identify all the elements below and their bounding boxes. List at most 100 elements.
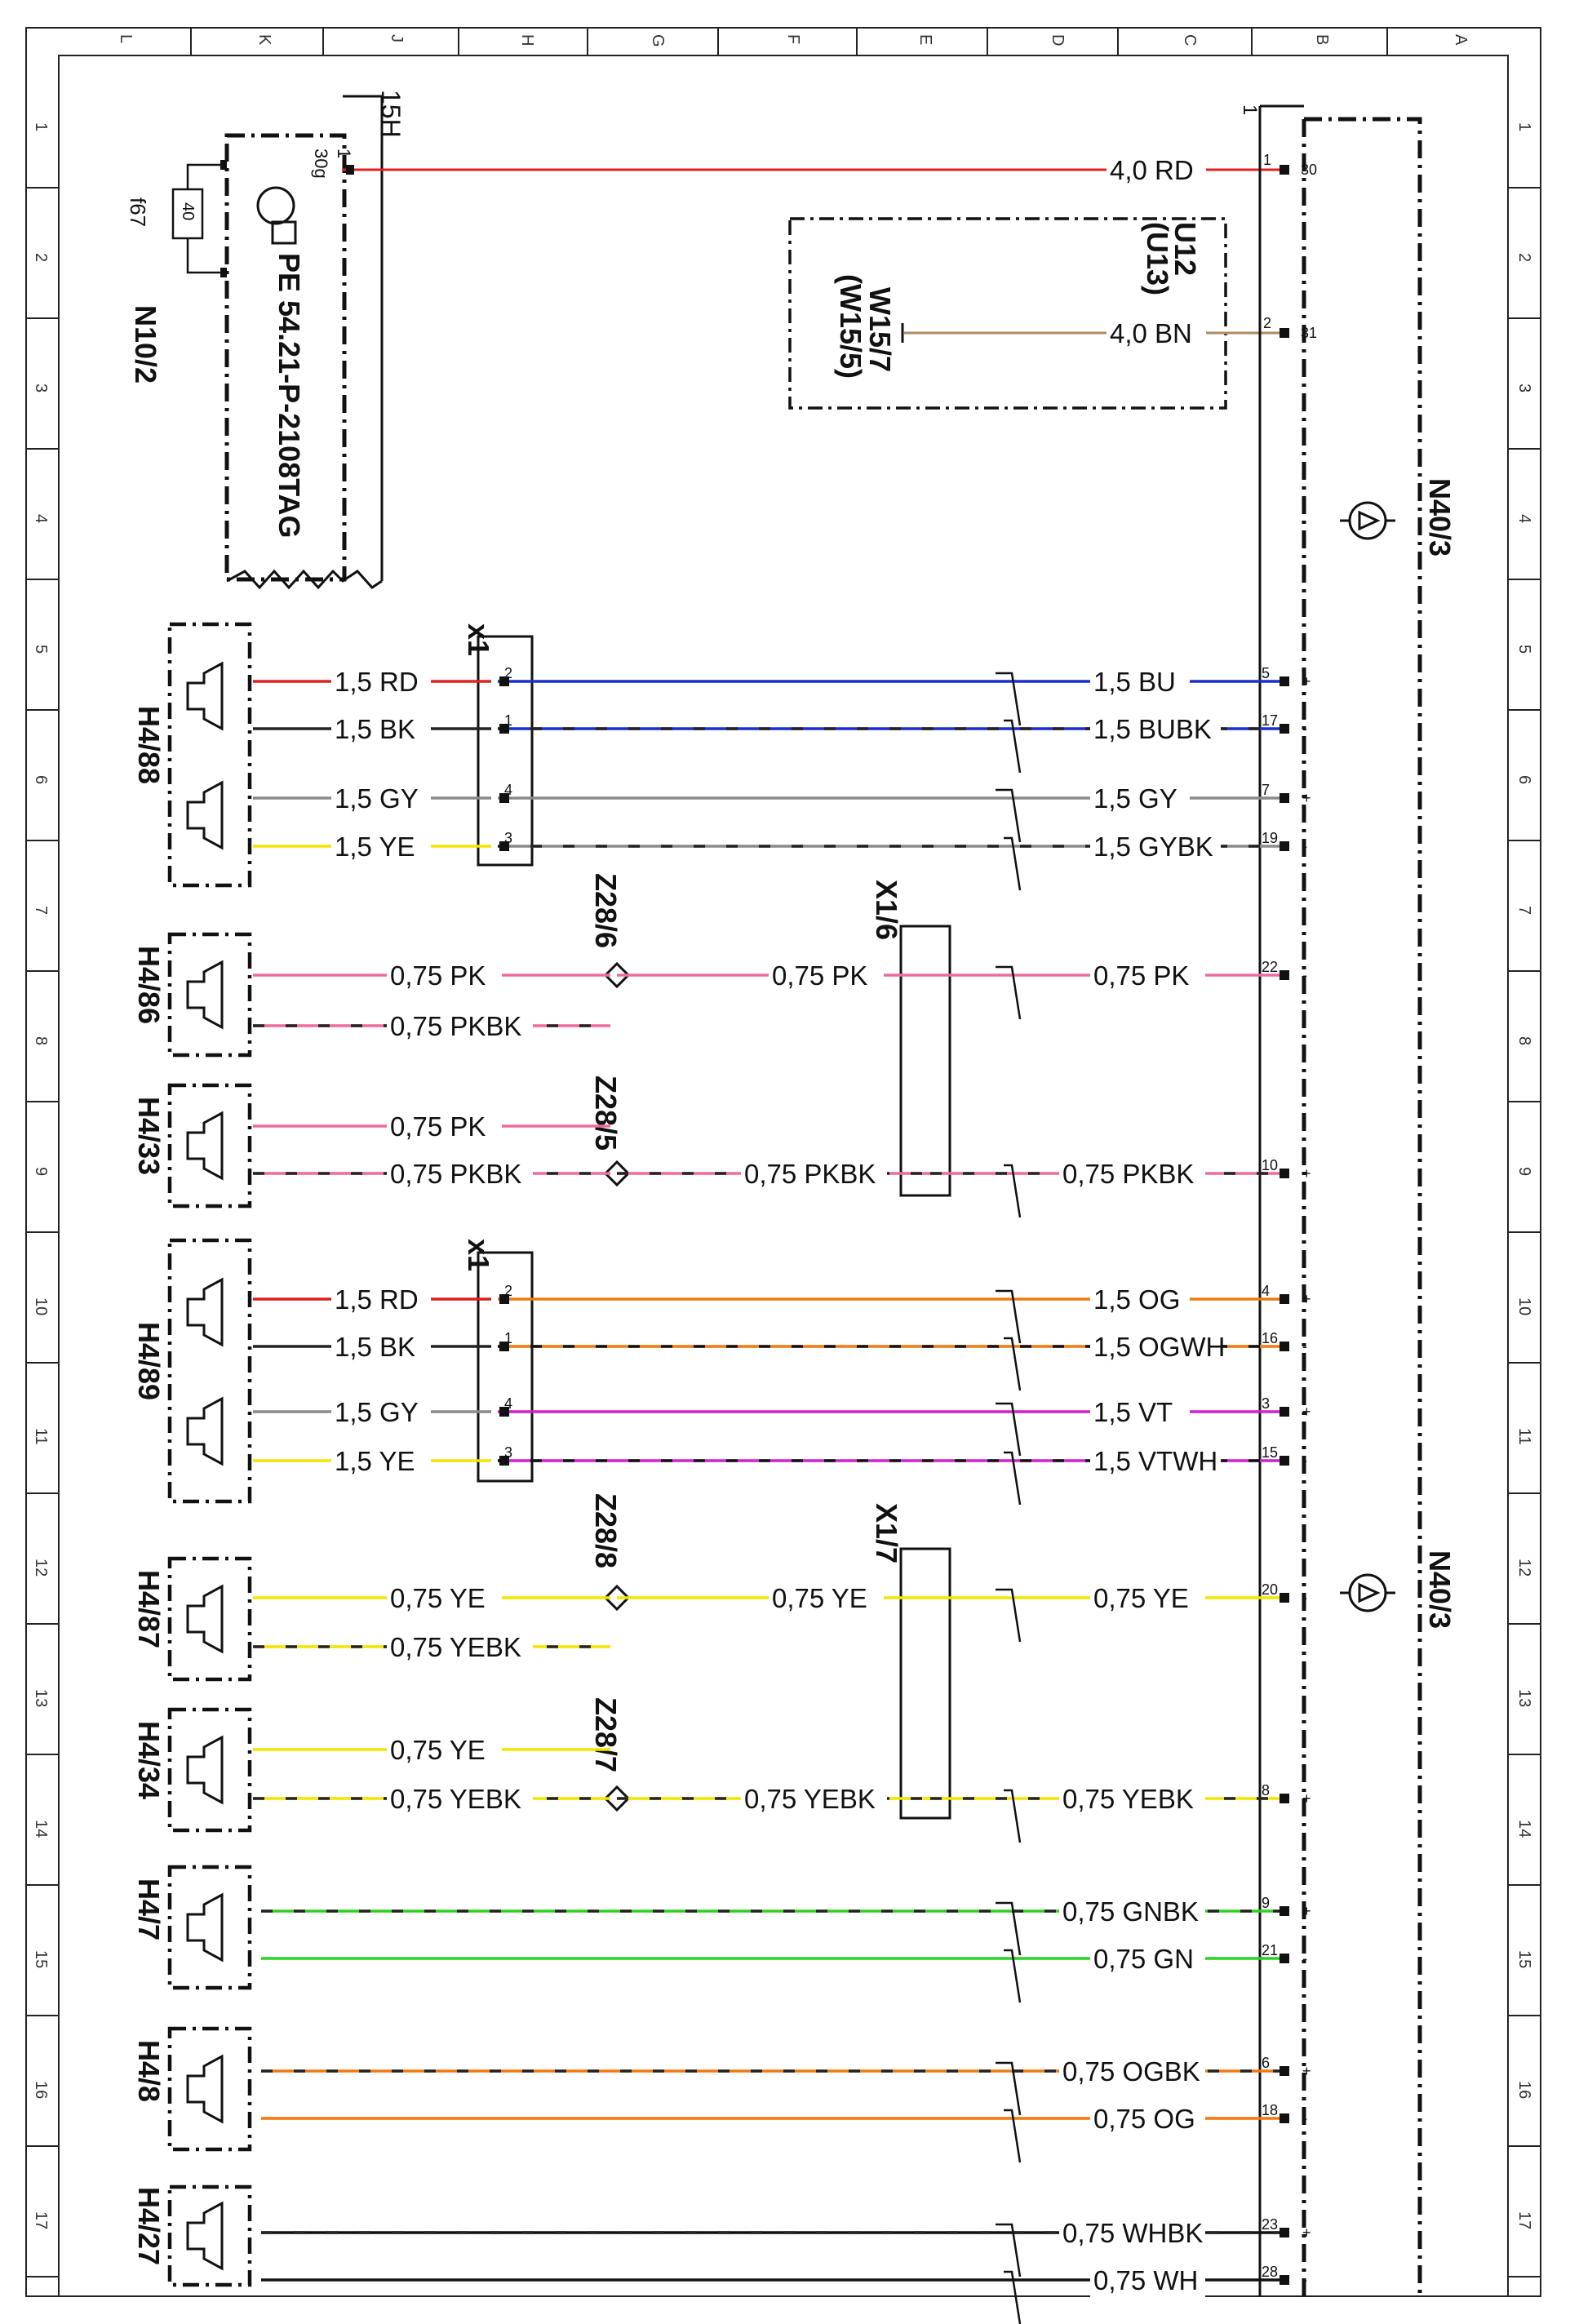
speaker-cone-1	[186, 661, 224, 731]
wire-20-right-label: 0,75 OG	[1093, 2104, 1195, 2134]
grid-row-left-5: 5	[32, 645, 50, 654]
wire-4-right-label-bg	[1090, 828, 1221, 864]
splice-label-3: Z28/8	[589, 1493, 623, 1568]
wire-12-right-label-bg	[1090, 1443, 1221, 1479]
wire-4-right-label: 1,5 GYBK	[1093, 832, 1213, 862]
wire-5-mid-label: 0,75 PK	[772, 960, 867, 991]
ground-wire-label-alt: (W15/5)	[834, 274, 867, 379]
power-terminal-pin	[1280, 328, 1289, 338]
terminal-30g: 30g	[311, 149, 331, 179]
wire-19-right-label-bg	[1059, 2053, 1205, 2089]
wire-11-twist-mark	[996, 1402, 1022, 1457]
grid-col-A: A	[1452, 34, 1470, 46]
wire-1-right-label: 1,5 BU	[1093, 667, 1176, 697]
grid-row-right-12: 12	[1515, 1559, 1533, 1577]
wire-22-right-label-bg	[1090, 2262, 1205, 2298]
wire-18-twist-mark	[1004, 1949, 1022, 2003]
grid-row-right-16: 16	[1515, 2081, 1533, 2099]
wire-10-conn-pin: 1	[504, 1330, 512, 1346]
wire-1-right-label-bg	[1090, 663, 1190, 699]
grid-row-left-14: 14	[32, 1820, 50, 1838]
wire-9-right-label: 1,5 OG	[1093, 1284, 1180, 1315]
wire-5-twist-mark	[996, 965, 1022, 1020]
power-wire-label-31: 4,0 BN	[1110, 318, 1192, 348]
connector-box-1	[477, 635, 534, 867]
wire-9-right-label-bg	[1090, 1281, 1190, 1317]
speaker-label-1: H4/88	[132, 706, 166, 784]
wire-4-amp-terminal	[1280, 841, 1289, 851]
wire-18-amp-terminal	[1280, 1954, 1289, 1963]
speaker-group: H4/88H4/86H4/33H4/89H4/87H4/34H4/7H4/8H4…	[132, 622, 252, 2287]
wire-4-amp-pin: 19	[1262, 830, 1278, 846]
wire-16-right-label: 0,75 YEBK	[1062, 1784, 1194, 1814]
wire-4-polarity: -	[1302, 838, 1307, 854]
wire-3-right-label-bg	[1090, 780, 1190, 816]
wire-16-mid-label-bg	[741, 1781, 887, 1816]
wire-2-amp-terminal	[1280, 724, 1289, 734]
wire-13-amp-terminal	[1280, 1593, 1289, 1603]
speaker-label-7: H4/7	[132, 1878, 166, 1940]
head-unit-ref: 15H	[376, 90, 406, 138]
grid-row-left-6: 6	[32, 775, 50, 784]
wire-9-conn-terminal	[499, 1294, 509, 1304]
wire-12-conn-pin: 3	[504, 1444, 512, 1461]
power-wire-label-31-bg	[1107, 315, 1206, 351]
wire-17-twist-mark	[996, 1901, 1022, 1956]
speaker-box-5	[167, 1556, 252, 1682]
power-wire-label-30-bg	[1107, 152, 1206, 188]
speaker-label-8: H4/8	[132, 2040, 166, 2102]
wire-1-left-label: 1,5 RD	[335, 667, 419, 697]
wire-2-conn-pin: 1	[504, 712, 512, 729]
wire-3-amp-pin: 7	[1262, 782, 1270, 798]
wire-1-twist-mark	[996, 672, 1022, 726]
speaker-box-8	[167, 2026, 252, 2152]
grid-row-left-2: 2	[32, 253, 50, 262]
wire-16-mid-label: 0,75 YEBK	[744, 1784, 876, 1814]
wire-10-twist-mark	[1004, 1337, 1022, 1391]
wire-13-right-label-bg	[1090, 1580, 1205, 1616]
wire-2-right-label: 1,5 BUBK	[1093, 714, 1212, 744]
fuse-label: f67	[126, 197, 150, 227]
grid-row-left-13: 13	[32, 1689, 50, 1707]
speaker-cone-4	[186, 1396, 224, 1466]
grid-row-right-4: 4	[1515, 514, 1533, 523]
ground-label-alt: (U13)	[1141, 222, 1174, 295]
wire-16-twist-mark	[1004, 1789, 1022, 1843]
grid-col-E: E	[916, 34, 934, 45]
speaker-cone-9	[186, 2201, 224, 2271]
wire-10-left-label: 1,5 BK	[335, 1332, 415, 1362]
wire-3-conn-pin: 4	[504, 782, 512, 798]
wire-10-right-label: 1,5 OGWH	[1093, 1332, 1225, 1362]
speaker-cone-7	[186, 1892, 224, 1963]
grid-row-right-10: 10	[1515, 1297, 1533, 1315]
wire-2-left-label-bg	[331, 711, 431, 747]
wire-1-amp-pin: 5	[1262, 665, 1270, 681]
wire-11-right-label: 1,5 VT	[1093, 1397, 1173, 1427]
wire-19-amp-pin: 6	[1262, 2055, 1270, 2071]
grid-col-C: C	[1181, 34, 1199, 46]
grid-col-D: D	[1049, 34, 1067, 46]
wire-8-amp-pin: 10	[1262, 1157, 1278, 1173]
head-unit-note: PE 54.21-P-2108TAG	[273, 253, 306, 539]
connector-label-1: x1	[462, 623, 495, 656]
wire-11-left-label: 1,5 GY	[335, 1397, 419, 1427]
speaker-box-2	[167, 932, 252, 1058]
wire-6-left-label: 0,75 PKBK	[390, 1011, 521, 1041]
grid-row-right-2: 2	[1515, 253, 1533, 262]
grid-row-left-3: 3	[32, 384, 50, 393]
wire-21-twist-mark	[996, 2223, 1022, 2277]
power-terminal-31: 31	[1301, 325, 1317, 341]
diagram-frame	[25, 27, 1541, 2297]
splice-label-4: Z28/7	[589, 1697, 623, 1772]
grid-row-left-7: 7	[32, 906, 50, 915]
speaker-label-3: H4/33	[132, 1097, 166, 1175]
wire-2-amp-pin: 17	[1262, 712, 1278, 729]
wire-4-twist-mark	[1004, 836, 1022, 891]
wire-21-right-label: 0,75 WHBK	[1062, 2218, 1203, 2248]
wire-9-left-label: 1,5 RD	[335, 1284, 419, 1315]
wire-16-amp-terminal	[1280, 1794, 1289, 1803]
grid-row-left-17: 17	[32, 2211, 50, 2229]
